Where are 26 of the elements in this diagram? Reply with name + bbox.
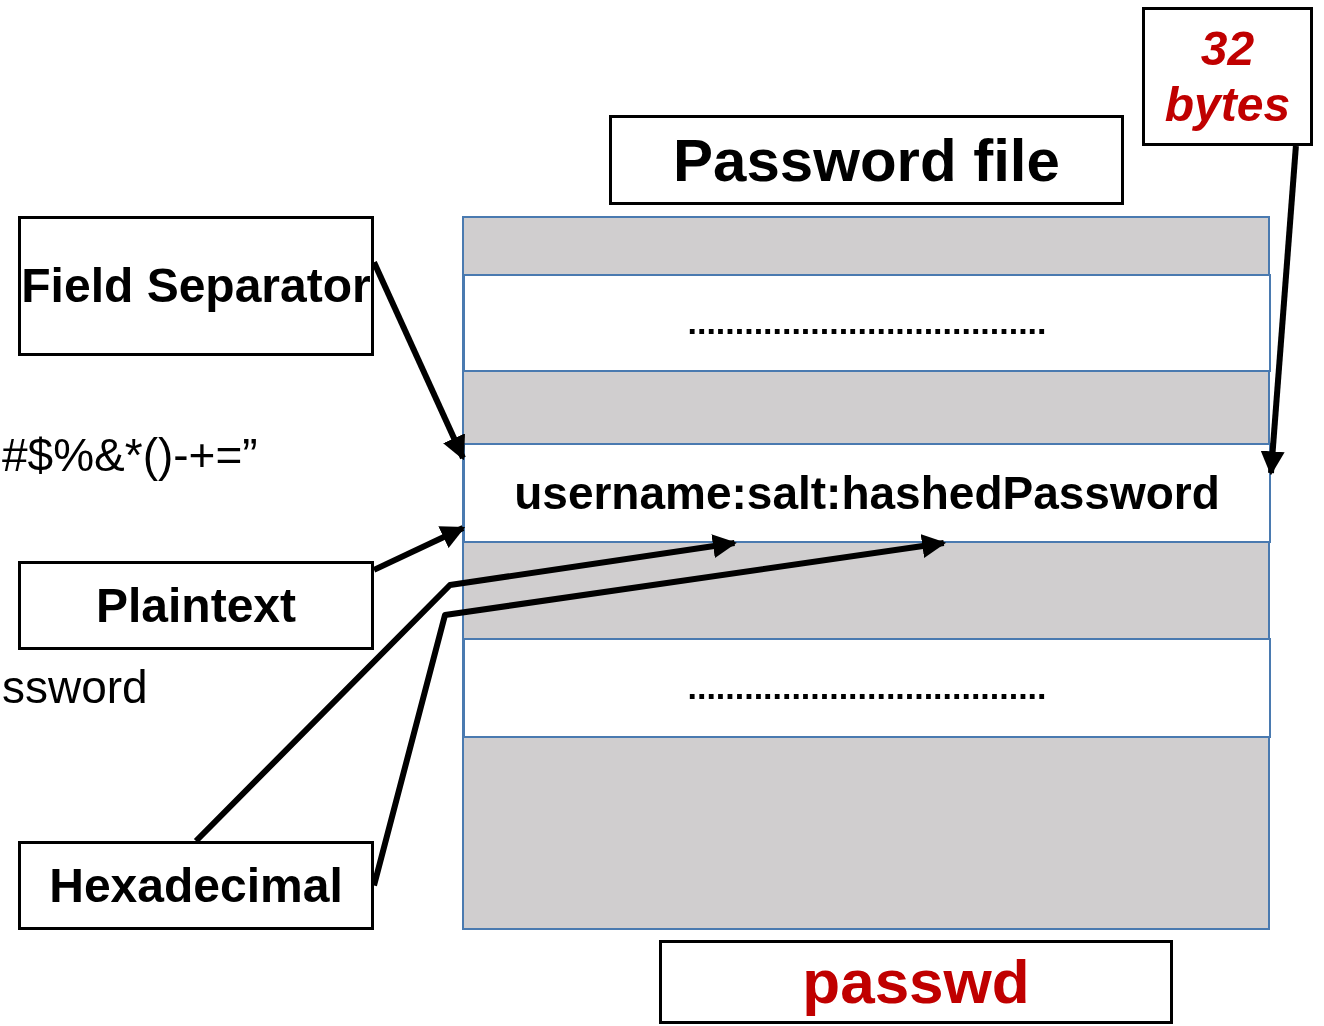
arrow: [372, 525, 466, 573]
arrow: [193, 534, 737, 844]
file-table: [462, 216, 1270, 930]
file-name: passwd: [802, 946, 1030, 1018]
callout-label: Field Separator: [21, 258, 371, 314]
file-row: [463, 274, 1271, 372]
callout-box: [18, 561, 374, 650]
callout-label: Hexadecimal: [49, 857, 343, 914]
note-text: #$%&*()-+=”: [2, 428, 258, 482]
callout-box: [18, 841, 374, 930]
callout-box: [1142, 7, 1313, 146]
file-row: [463, 638, 1271, 738]
callout-box: [18, 216, 374, 356]
file-row: [463, 443, 1271, 543]
caption-box: [659, 940, 1173, 1024]
size-label: 32 bytes: [1163, 21, 1292, 132]
placeholder-dots: ......................................: [687, 303, 1047, 343]
arrow: [371, 260, 466, 461]
note-text: ssword: [2, 660, 148, 714]
title-box: [609, 115, 1124, 205]
callout-label: Plaintext: [95, 577, 297, 634]
arrow: [371, 534, 947, 887]
record-text: username:salt:hashedPassword: [514, 466, 1220, 520]
title-text: Password file: [673, 125, 1060, 195]
arrow: [1260, 145, 1299, 476]
placeholder-dots: ......................................: [687, 668, 1047, 708]
